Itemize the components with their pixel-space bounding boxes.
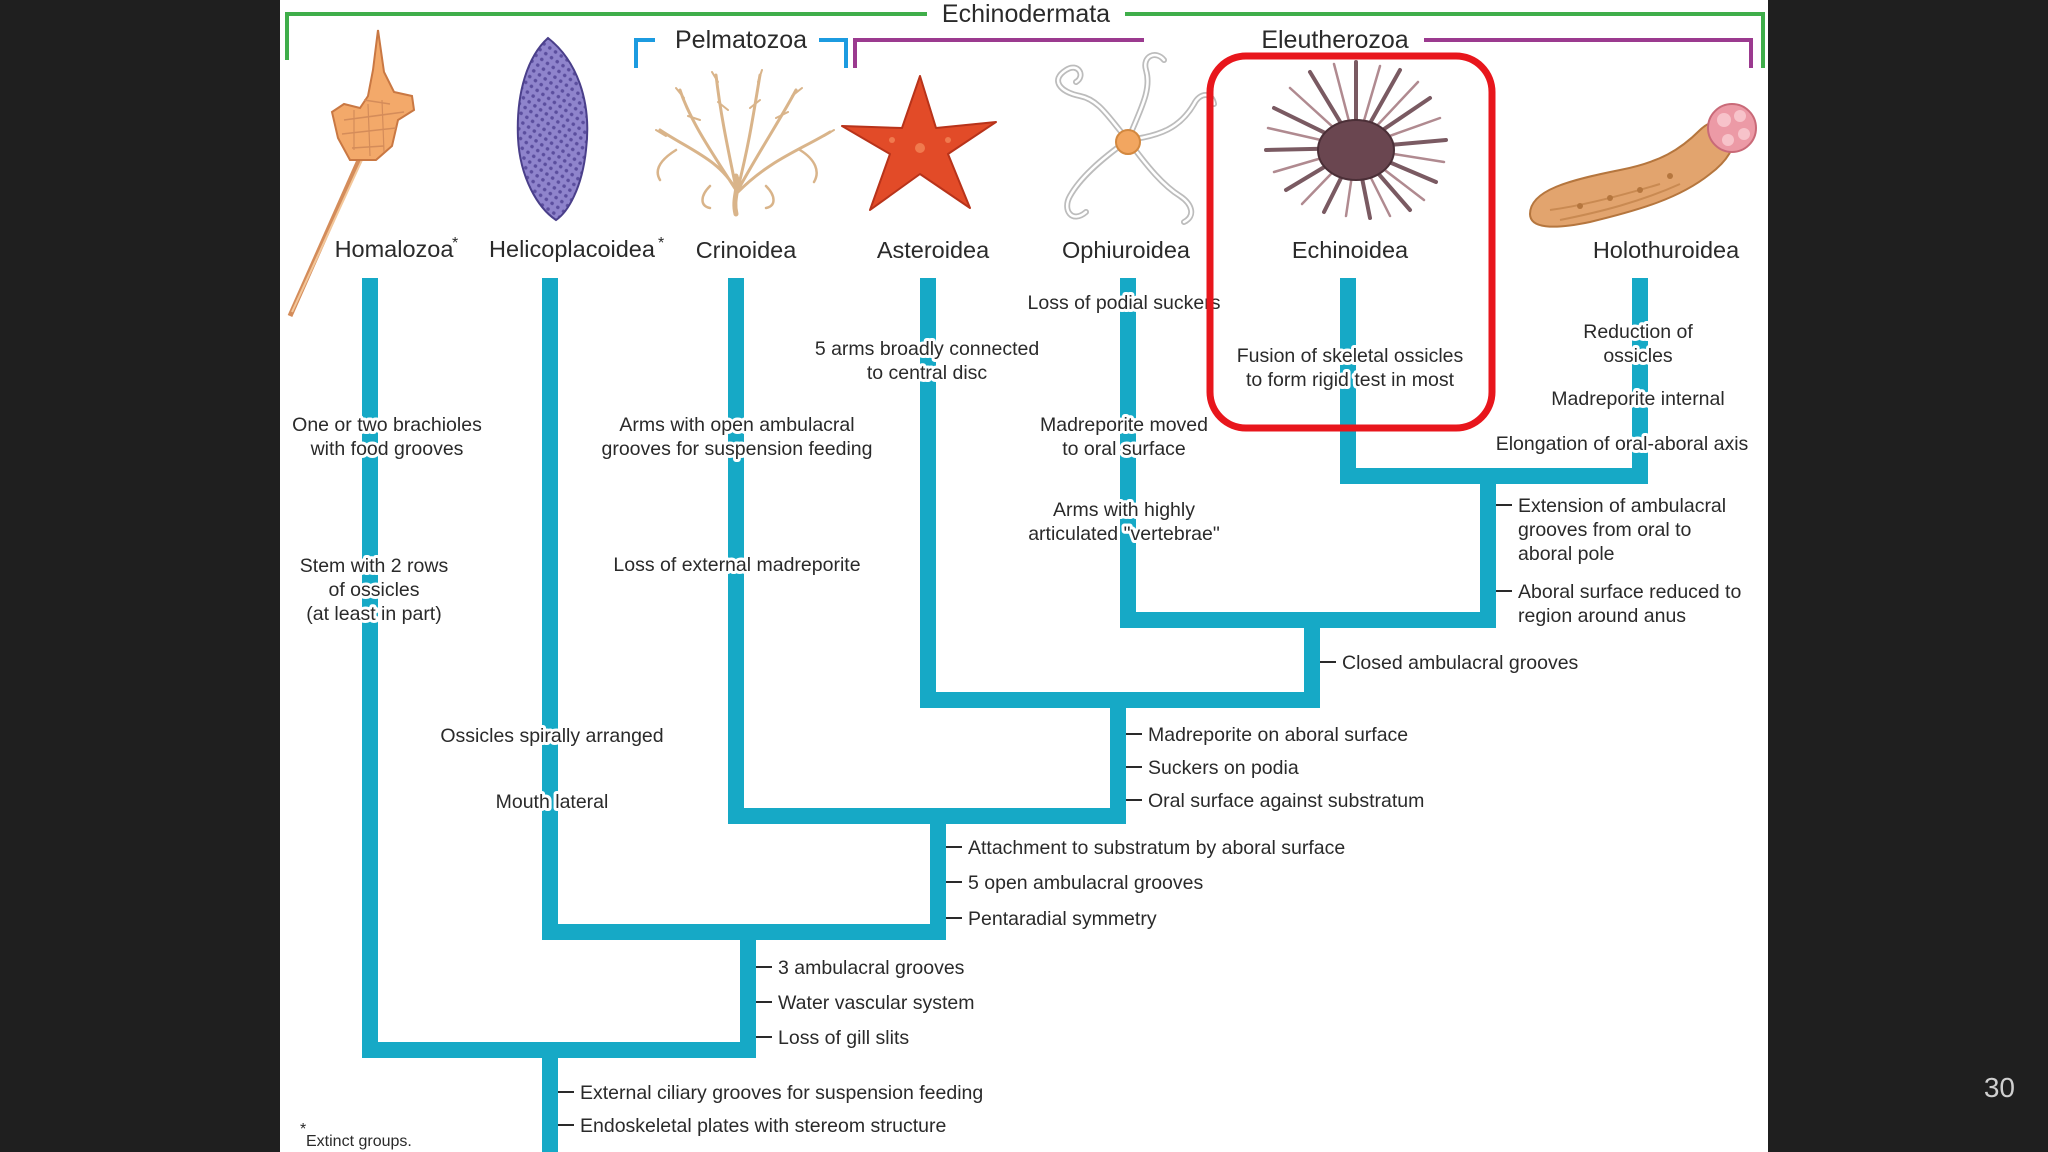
node-eleuth: Closed ambulacral grooves bbox=[1342, 652, 1579, 674]
trait-homalozoa-2b: of ossicles bbox=[328, 579, 419, 601]
branch-pent-node bbox=[542, 278, 946, 940]
footnote-mark: * bbox=[300, 1121, 306, 1138]
node-oph-echin-1a: Aboral surface reduced to bbox=[1518, 581, 1741, 603]
trait-homalozoa-2a: Stem with 2 rows bbox=[300, 555, 449, 577]
trait-homalozoa-2c: (at least in part) bbox=[306, 603, 441, 625]
taxon-crinoidea: Crinoidea bbox=[696, 237, 798, 263]
trait-holo-1a: Reduction of bbox=[1583, 321, 1693, 343]
node-echin-holo-1a: Extension of ambulacral bbox=[1518, 495, 1726, 517]
echinodermata-label: Echinodermata bbox=[942, 0, 1110, 28]
taxon-asteroidea: Asteroidea bbox=[877, 237, 990, 263]
node-echin-holo-1c: aboral pole bbox=[1518, 543, 1615, 565]
echinodermata-bracket: Echinodermata bbox=[285, 0, 1765, 68]
brittle-star-icon bbox=[1055, 52, 1217, 225]
branch-echin-holo-top bbox=[1340, 278, 1496, 484]
node-echin-holo-1b: grooves from oral to bbox=[1518, 519, 1692, 541]
branch-ophiur-echin-holo bbox=[1120, 278, 1648, 628]
sea-cucumber-icon bbox=[1528, 103, 1757, 228]
slide-canvas: Echinodermata Pelmatozoa Eleutherozoa bbox=[280, 0, 1768, 1152]
node-aster-2: Suckers on podia bbox=[1148, 757, 1299, 779]
node-aster-3: Oral surface against substratum bbox=[1148, 790, 1424, 812]
node-root-1: External ciliary grooves for suspension … bbox=[580, 1082, 983, 1104]
helicoplacoidea-extinct-mark: * bbox=[658, 235, 664, 252]
node-oph-echin-1b: region around anus bbox=[1518, 605, 1686, 627]
slide-number: 30 bbox=[1983, 1072, 2015, 1103]
trait-holo-2: Madreporite internal bbox=[1551, 388, 1724, 410]
eleutherozoa-bracket: Eleutherozoa bbox=[853, 26, 1753, 68]
trait-aster-1a: 5 arms broadly connected bbox=[815, 338, 1039, 360]
pelmatozoa-label: Pelmatozoa bbox=[675, 26, 807, 54]
node-pent-3: Pentaradial symmetry bbox=[968, 908, 1157, 930]
branch-aster-node bbox=[728, 278, 1126, 824]
footnote-text: Extinct groups. bbox=[306, 1133, 412, 1150]
taxon-homalozoa: Homalozoa bbox=[335, 236, 455, 262]
taxon-labels: Homalozoa * Helicoplacoidea * Crinoidea … bbox=[335, 235, 1741, 263]
echinoidea-highlight-box bbox=[1206, 52, 1496, 432]
crinoid-icon bbox=[655, 69, 835, 217]
tree-branches bbox=[362, 278, 1648, 1152]
node-trait-labels: Extension of ambulacral grooves from ora… bbox=[558, 495, 1741, 1137]
taxon-helicoplacoidea: Helicoplacoidea bbox=[489, 236, 656, 262]
node-aster-1: Madreporite on aboral surface bbox=[1148, 724, 1408, 746]
trait-homalozoa-1b: with food grooves bbox=[310, 438, 464, 460]
homalozoan-fossil-icon bbox=[287, 29, 416, 318]
trait-ophiur-2a: Madreporite moved bbox=[1040, 414, 1208, 436]
branch-trait-labels: One or two brachioles with food grooves … bbox=[289, 289, 1751, 816]
taxon-echinoidea: Echinoidea bbox=[1292, 237, 1409, 263]
trait-ophiur-3a: Arms with highly bbox=[1053, 499, 1195, 521]
node-root-2: Endoskeletal plates with stereom structu… bbox=[580, 1115, 946, 1137]
trait-ophiur-2b: to oral surface bbox=[1062, 438, 1186, 460]
pelmatozoa-bracket: Pelmatozoa bbox=[634, 26, 848, 68]
taxon-holothuroidea: Holothuroidea bbox=[1593, 237, 1740, 263]
taxon-ophiuroidea: Ophiuroidea bbox=[1062, 237, 1191, 263]
trait-crinoid-1b: grooves for suspension feeding bbox=[601, 438, 872, 460]
trait-ophiur-1: Loss of podial suckers bbox=[1028, 292, 1221, 314]
node-pent-2: 5 open ambulacral grooves bbox=[968, 872, 1203, 894]
sea-star-icon bbox=[841, 75, 997, 211]
trait-holo-3: Elongation of oral-aboral axis bbox=[1496, 433, 1749, 455]
trait-ophiur-3b: articulated "vertebrae" bbox=[1028, 523, 1220, 545]
trait-aster-1b: to central disc bbox=[867, 362, 988, 384]
cladogram: Echinodermata Pelmatozoa Eleutherozoa bbox=[285, 0, 1765, 1152]
helicoplacoid-icon bbox=[516, 36, 589, 222]
branch-echino-node bbox=[362, 278, 756, 1058]
node-pent-1: Attachment to substratum by aboral surfa… bbox=[968, 837, 1345, 859]
sea-urchin-icon bbox=[1264, 60, 1448, 220]
trait-crinoid-2: Loss of external madreporite bbox=[613, 554, 860, 576]
branch-eleutherozoa bbox=[920, 278, 1320, 708]
trait-echin-1b: to form rigid test in most bbox=[1246, 369, 1455, 391]
trait-holo-1b: ossicles bbox=[1603, 345, 1673, 367]
trait-homalozoa-1a: One or two brachioles bbox=[292, 414, 482, 436]
footnote: * Extinct groups. bbox=[300, 1121, 412, 1150]
node-echino-3: Loss of gill slits bbox=[778, 1027, 909, 1049]
homalozoa-extinct-mark: * bbox=[452, 235, 458, 252]
eleutherozoa-label: Eleutherozoa bbox=[1261, 26, 1408, 54]
node-echino-1: 3 ambulacral grooves bbox=[778, 957, 965, 979]
trait-helico-2: Mouth lateral bbox=[496, 791, 609, 813]
trait-helico-1: Ossicles spirally arranged bbox=[440, 725, 663, 747]
trait-echin-1a: Fusion of skeletal ossicles bbox=[1237, 345, 1464, 367]
node-echino-2: Water vascular system bbox=[778, 992, 975, 1014]
trait-crinoid-1a: Arms with open ambulacral bbox=[619, 414, 854, 436]
